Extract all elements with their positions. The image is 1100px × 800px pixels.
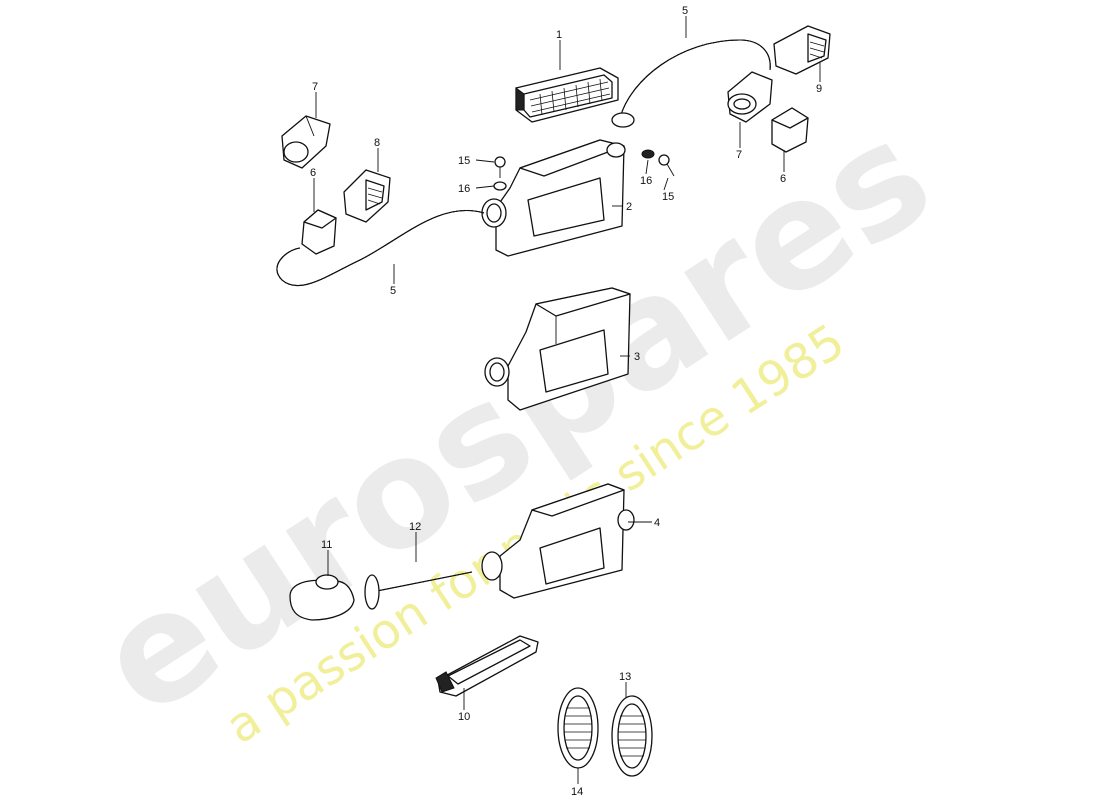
part-oval-grille-13: [611, 695, 653, 777]
callout-16-left: 16: [458, 183, 470, 195]
part-vent-10: [435, 635, 539, 697]
callout-7-right: 7: [736, 149, 742, 161]
callout-8: 8: [374, 137, 380, 149]
part-air-box-2: [481, 139, 626, 257]
part-screw-15-right: [658, 154, 675, 177]
part-washer-16-right: [641, 149, 655, 159]
callout-1: 1: [556, 29, 562, 41]
callout-3: 3: [634, 351, 640, 363]
callouts: 1 2 3 4 5 5 6 6 7 7 8 9 10 11 12 13 14 1…: [310, 5, 822, 798]
callout-14: 14: [571, 786, 583, 798]
callout-5-bottom: 5: [390, 285, 396, 297]
callout-7-left: 7: [312, 81, 318, 93]
leader-lines: [313, 16, 821, 784]
part-washer-16-left: [493, 181, 507, 191]
callout-6-left: 6: [310, 167, 316, 179]
callout-2: 2: [626, 201, 632, 213]
part-hose-12: [364, 571, 473, 610]
callout-9: 9: [816, 83, 822, 95]
part-hose-5-left: [276, 209, 485, 286]
callout-15-left: 15: [458, 155, 470, 167]
part-tee-11: [289, 574, 355, 621]
part-grille-9: [773, 25, 831, 75]
callout-15-right: 15: [662, 191, 674, 203]
part-elbow-7-left: [281, 115, 331, 169]
callout-11: 11: [321, 539, 332, 551]
part-screw-15-left: [494, 156, 506, 178]
part-elbow-7-right: [727, 71, 773, 123]
callout-12: 12: [409, 521, 421, 533]
part-air-box-3: [484, 287, 631, 411]
callout-4: 4: [654, 517, 660, 529]
callout-6-right: 6: [780, 173, 786, 185]
part-hose-5-right: [611, 39, 771, 128]
callout-10: 10: [458, 711, 470, 723]
callout-5-top: 5: [682, 5, 688, 17]
callout-13: 13: [619, 671, 631, 683]
part-air-box-4: [481, 483, 635, 599]
part-connector-6-right: [771, 107, 809, 153]
part-connector-6-left: [301, 209, 337, 255]
part-oval-grille-14: [557, 687, 599, 769]
part-grille-8: [343, 169, 391, 223]
callout-16-right: 16: [640, 175, 652, 187]
part-vent-grille-1: [515, 67, 619, 123]
